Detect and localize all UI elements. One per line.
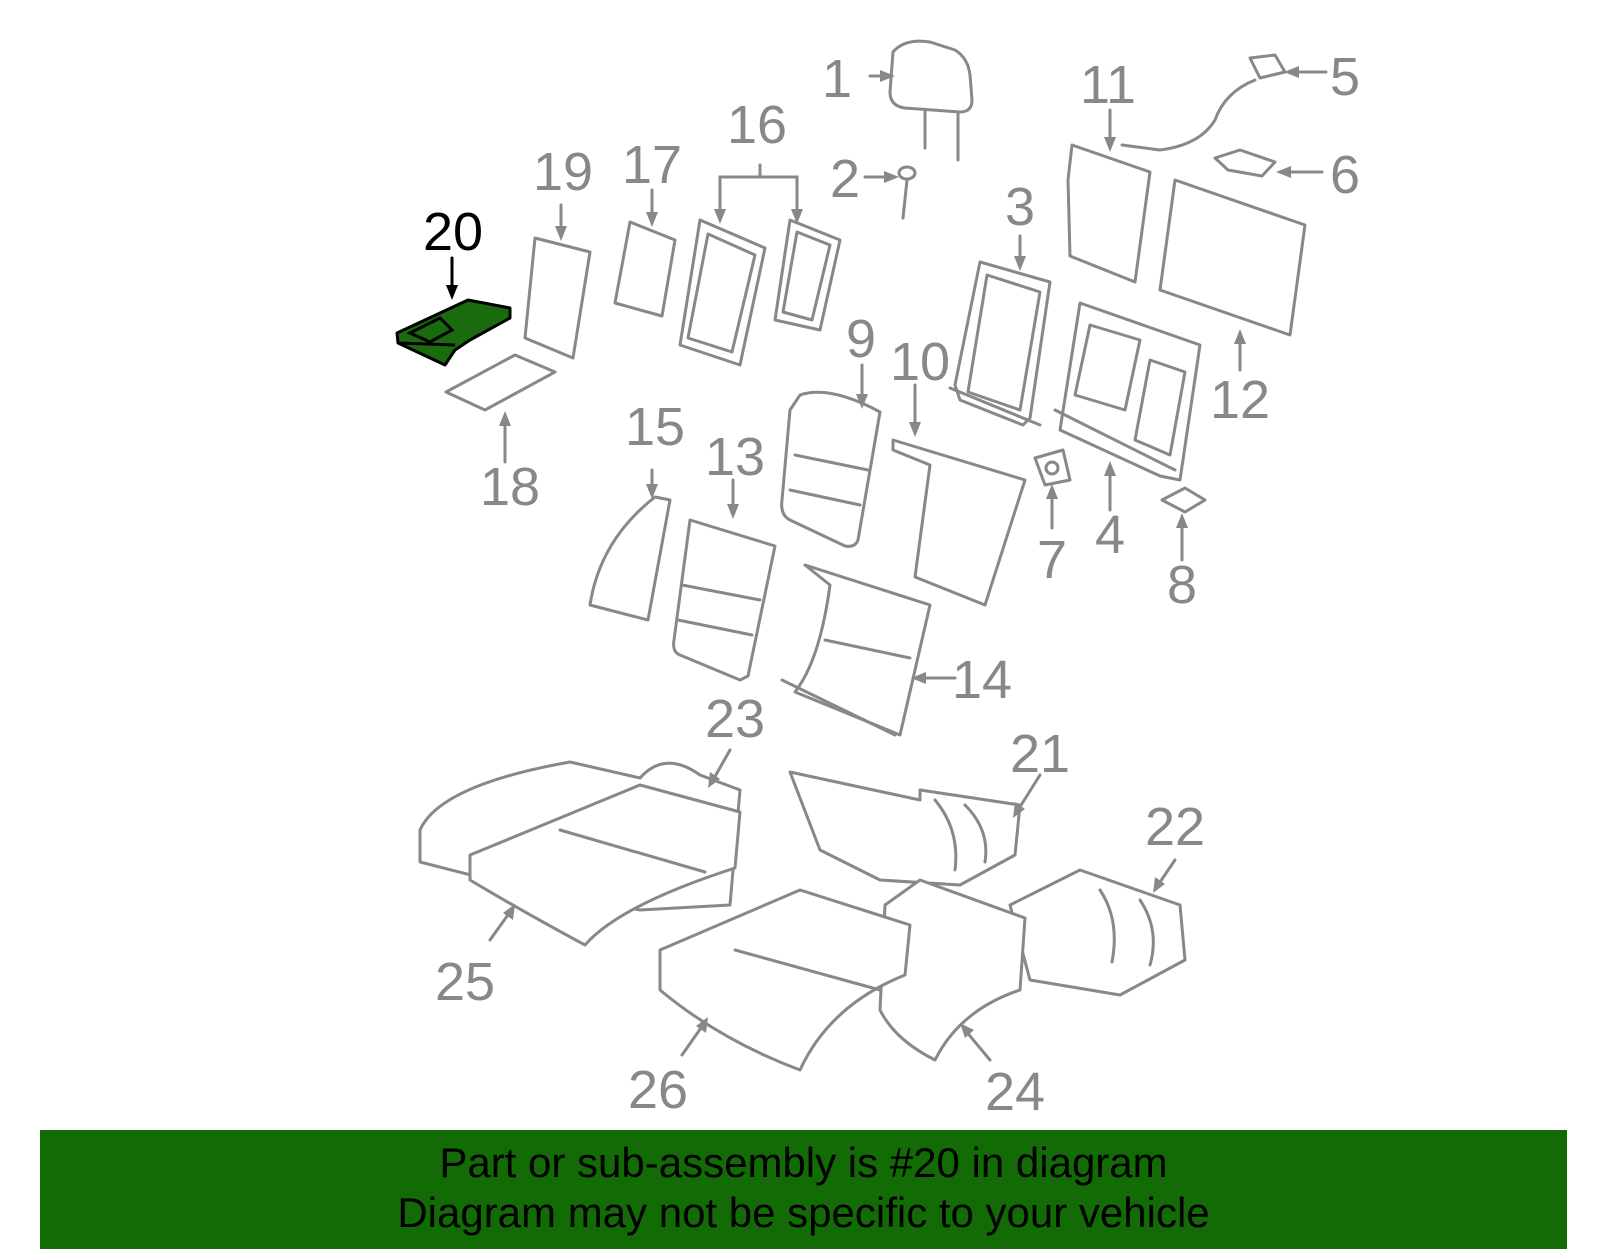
part-22-frame [1008,868,1187,997]
callout-23: 23 [705,689,765,749]
callout-13: 13 [705,427,765,487]
part-19-panel [523,236,592,360]
callout-arrows [446,66,1328,1062]
callout-7: 7 [1037,530,1067,590]
callout-11: 11 [1080,55,1136,115]
callout-9: 9 [846,309,876,369]
part-3-backrest-frame [948,260,1052,427]
info-banner: Part or sub-assembly is #20 in diagram D… [40,1130,1567,1249]
part-shapes [395,39,1307,1072]
callout-2: 2 [830,149,860,209]
part-5-connector [1120,53,1287,152]
part-17-panel [613,220,677,318]
callout-5: 5 [1330,47,1360,107]
part-7-bracket [1033,448,1072,487]
part-14-cover [780,563,932,737]
part-18-pad [444,353,557,412]
part-6-clip [1213,148,1277,178]
part-20-highlighted [395,298,512,367]
callout-17: 17 [622,135,682,195]
banner-line-part-info: Part or sub-assembly is #20 in diagram [439,1139,1168,1186]
part-13-bolster [672,518,777,682]
callout-1: 1 [822,49,852,109]
callout-24: 24 [985,1062,1045,1122]
callout-8: 8 [1167,555,1197,615]
callout-10: 10 [890,332,950,392]
part-15-side-panel [588,495,672,622]
part-21-frame [788,770,1022,887]
callout-25: 25 [435,952,495,1012]
callout-15: 15 [625,397,685,457]
callout-6: 6 [1330,145,1360,205]
callout-4: 4 [1095,505,1125,565]
callout-26: 26 [628,1060,688,1120]
part-10-trim [891,438,1027,607]
callout-20-highlighted: 20 [423,202,483,262]
part-2-guide-sleeve [897,165,917,220]
callout-16: 16 [727,95,787,155]
callout-numbers: 1 2 3 4 5 6 7 8 9 10 11 12 13 14 15 16 1… [423,47,1360,1122]
parts-diagram: 1 2 3 4 5 6 7 8 9 10 11 12 13 14 15 16 1… [395,39,1360,1122]
part-16-frames [678,218,842,367]
banner-line-disclaimer: Diagram may not be specific to your vehi… [397,1189,1210,1236]
callout-3: 3 [1005,177,1035,237]
part-11-panel [1066,143,1152,284]
callout-12: 12 [1210,370,1270,430]
callout-14: 14 [952,650,1012,710]
part-4-backrest-frame [1053,301,1202,482]
part-26-cushion [658,888,912,1072]
part-9-pad [780,390,882,548]
callout-21: 21 [1010,724,1070,784]
callout-18: 18 [480,457,540,517]
callout-22: 22 [1145,797,1205,857]
part-25-cushion [468,783,742,947]
part-24-cushion [878,878,1027,1062]
part-1-headrest [888,39,974,162]
callout-19: 19 [533,142,593,202]
part-8-cap [1160,486,1207,514]
part-12-panel [1158,178,1307,337]
